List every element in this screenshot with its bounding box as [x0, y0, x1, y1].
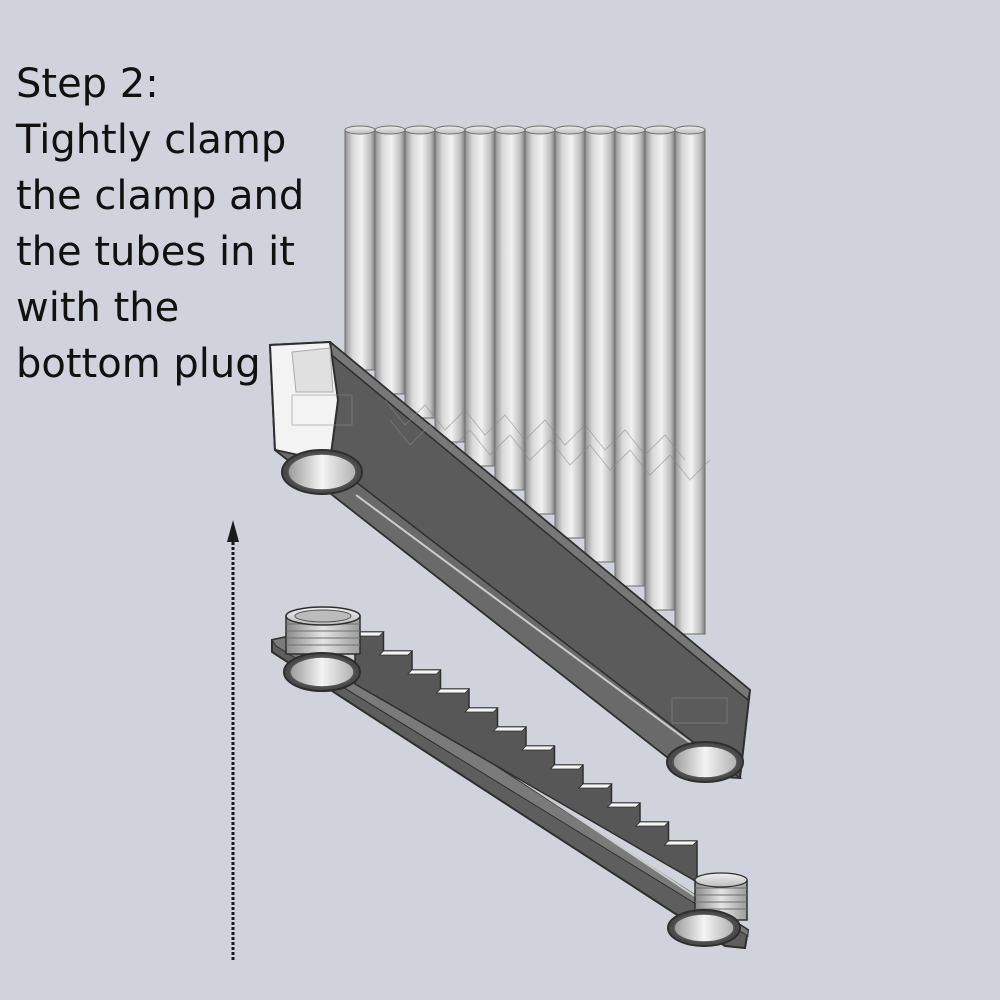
rack-step — [635, 821, 670, 827]
tube — [674, 129, 706, 635]
tube — [494, 129, 526, 491]
tube — [614, 129, 646, 587]
instruction-line-2: the clamp and — [16, 173, 305, 219]
rack-step — [492, 726, 527, 732]
instruction-line-1: Tightly clamp — [16, 117, 287, 163]
tube-cap — [344, 125, 376, 135]
tube — [644, 129, 676, 611]
tube — [554, 129, 586, 539]
tube — [434, 129, 466, 443]
tube-cap — [464, 125, 496, 135]
step-heading: Step 2: — [16, 61, 159, 107]
tube-cap — [614, 125, 646, 135]
rack-step — [435, 688, 470, 694]
upper-clamp-bar — [268, 340, 752, 783]
bottom-plug-bar — [271, 606, 750, 950]
tube — [404, 129, 436, 419]
tube — [374, 129, 406, 395]
tube-cap — [434, 125, 466, 135]
rack-step — [407, 669, 442, 675]
rack-step — [663, 840, 698, 846]
rack-step — [464, 707, 499, 713]
instruction-line-4: with the — [16, 285, 180, 331]
tube-cap — [644, 125, 676, 135]
rack-step — [606, 802, 641, 808]
rack-step — [549, 764, 584, 770]
tube-cap — [674, 125, 706, 135]
tube-cap — [374, 125, 406, 135]
tube-cap — [404, 125, 436, 135]
instruction-line-5: bottom plug — [16, 341, 261, 387]
tube-cap — [584, 125, 616, 135]
tube-bundle — [344, 125, 706, 635]
hidden-line-pattern — [291, 394, 728, 724]
rack-step — [578, 783, 613, 789]
tube — [524, 129, 556, 515]
instruction-line-3: the tubes in it — [16, 229, 295, 275]
tube — [344, 129, 376, 371]
step-instruction: Step 2: Tightly clamp the clamp and the … — [16, 56, 304, 392]
rack-step — [521, 745, 556, 751]
tube — [584, 129, 616, 563]
tube-cap — [524, 125, 556, 135]
tube — [464, 129, 496, 467]
upward-arrow — [227, 520, 239, 960]
threaded-plug-left — [285, 606, 361, 655]
tube-cap — [494, 125, 526, 135]
rack-step — [378, 650, 413, 656]
tube-cap — [554, 125, 586, 135]
